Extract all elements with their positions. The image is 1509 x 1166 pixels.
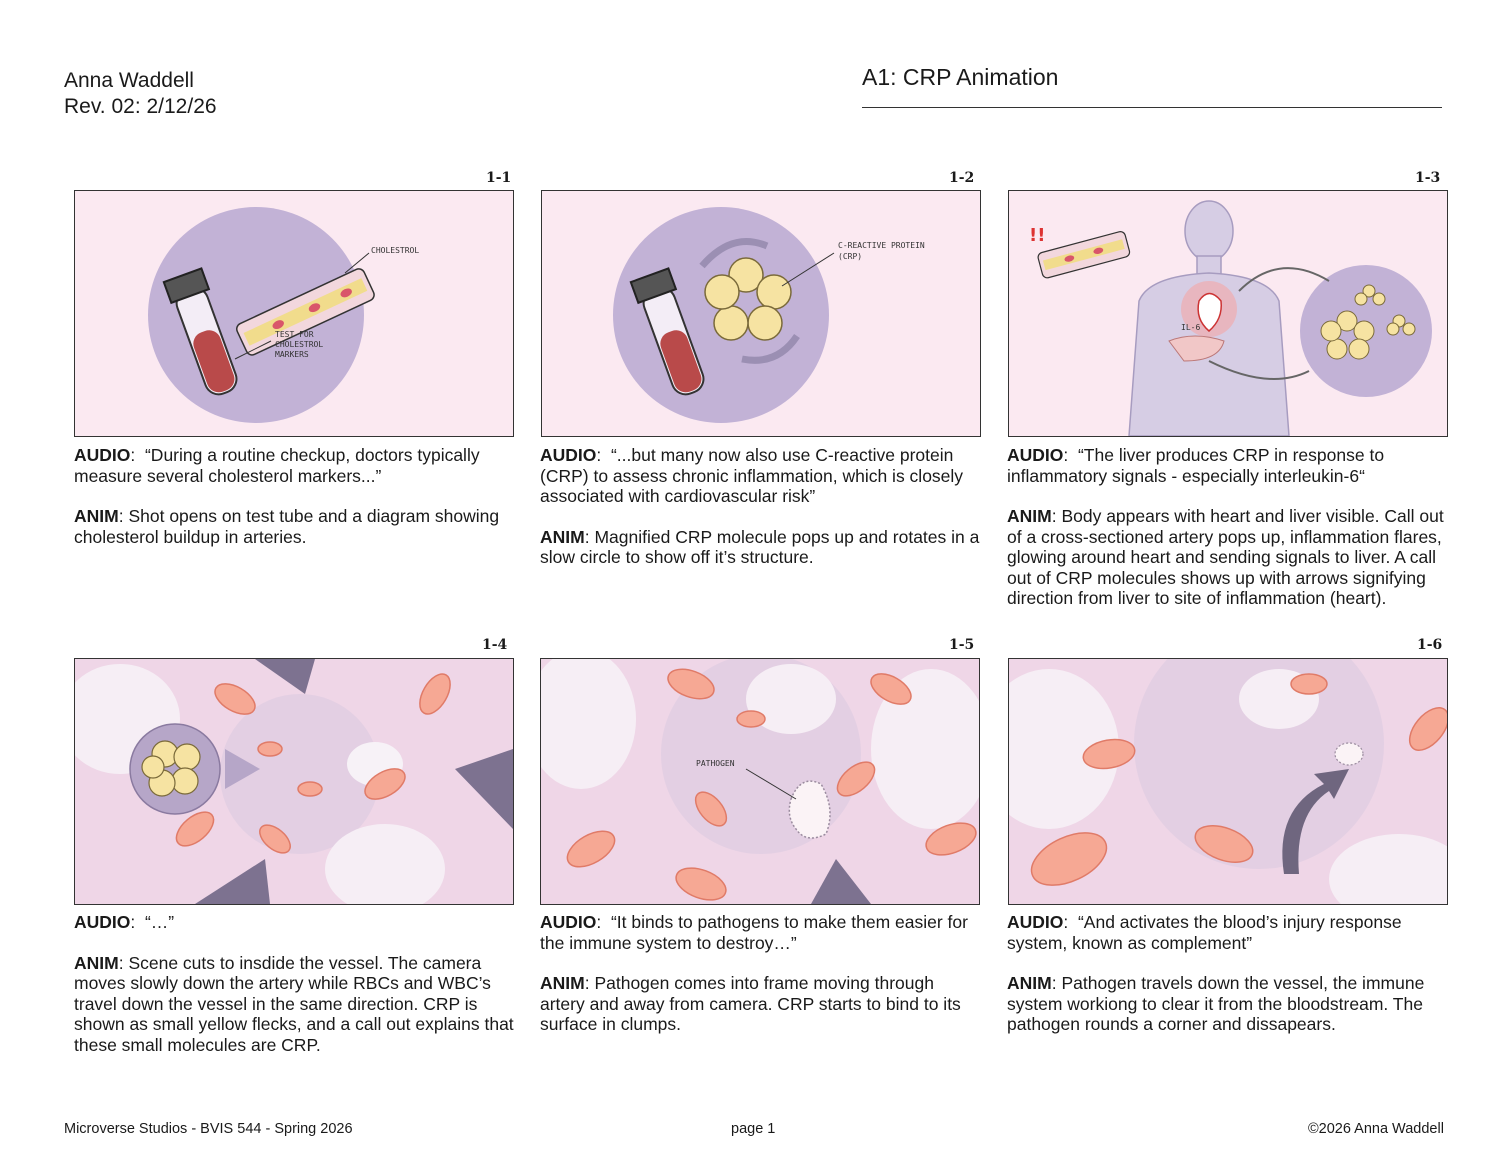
body-liver-heart-illustration: IL-6 !! bbox=[1009, 191, 1447, 436]
crp-pentamer bbox=[704, 257, 792, 341]
crp-label-line2: (CRP) bbox=[838, 252, 862, 261]
anim-label: ANIM bbox=[1007, 506, 1052, 526]
anim-text: Shot opens on test tube and a diagram sh… bbox=[74, 506, 500, 547]
audio-label: AUDIO bbox=[1007, 445, 1064, 465]
test-label-line3: MARKERS bbox=[275, 350, 309, 359]
audio-label: AUDIO bbox=[74, 912, 131, 932]
audio-text: “…” bbox=[144, 912, 175, 932]
test-label-line1: TEST FOR bbox=[275, 330, 314, 339]
audio-text: “During a routine checkup, doctors typic… bbox=[74, 445, 480, 486]
pathogen-shape bbox=[1334, 742, 1364, 766]
footer-copyright: ©2026 Anna Waddell bbox=[1308, 1121, 1444, 1137]
page-title: A1: CRP Animation bbox=[862, 64, 1442, 108]
panel-number-1-2: 1-2 bbox=[949, 170, 975, 186]
panel-caption-1-6: AUDIO: “And activates the blood’s injury… bbox=[1007, 912, 1425, 1034]
anim-text: Body appears with heart and liver visibl… bbox=[1007, 506, 1444, 608]
anim-text: Scene cuts to insdide the vessel. The ca… bbox=[74, 952, 514, 1055]
pathogen-in-vessel-illustration: PATHOGEN bbox=[541, 659, 979, 904]
panel-number-1-1: 1-1 bbox=[486, 170, 512, 186]
cholesterol-label: CHOLESTROL bbox=[371, 246, 419, 255]
panel-caption-1-4: AUDIO: “…” ANIM: Scene cuts to insdide t… bbox=[74, 912, 514, 1055]
audio-label: AUDIO bbox=[540, 912, 597, 932]
panel-number-1-6: 1-6 bbox=[1417, 637, 1443, 653]
pathogen-rounding-corner-illustration bbox=[1009, 659, 1447, 904]
anim-label: ANIM bbox=[74, 952, 119, 973]
storyboard-frame-1-2: C-REACTIVE PROTEIN (CRP) bbox=[541, 190, 981, 437]
revision-date: Rev. 02: 2/12/26 bbox=[64, 95, 217, 118]
panel-number-1-3: 1-3 bbox=[1415, 170, 1441, 186]
panel-caption-1-2: AUDIO: “...but many now also use C-react… bbox=[540, 445, 980, 568]
author-name: Anna Waddell bbox=[64, 69, 194, 92]
anim-text: Pathogen comes into frame moving through… bbox=[540, 973, 961, 1034]
storyboard-frame-1-6 bbox=[1008, 658, 1448, 905]
audio-label: AUDIO bbox=[540, 445, 597, 465]
audio-label: AUDIO bbox=[74, 445, 131, 465]
test-label-line2: CHOLESTROL bbox=[275, 340, 323, 349]
anim-label: ANIM bbox=[540, 973, 585, 993]
anim-text: Magnified CRP molecule pops up and rotat… bbox=[540, 526, 980, 568]
storyboard-frame-1-4 bbox=[74, 658, 514, 905]
header-author-block: Anna Waddell Rev. 02: 2/12/26 bbox=[64, 68, 217, 120]
anim-text: Pathogen travels down the vessel, the im… bbox=[1007, 973, 1425, 1034]
storyboard-frame-1-5: PATHOGEN bbox=[540, 658, 980, 905]
anim-label: ANIM bbox=[1007, 973, 1052, 993]
panel-number-1-5: 1-5 bbox=[949, 637, 975, 653]
anim-label: ANIM bbox=[74, 506, 119, 526]
svg-text:!!: !! bbox=[1029, 225, 1045, 246]
anim-label: ANIM bbox=[540, 526, 585, 547]
storyboard-frame-1-1: CHOLESTROL TEST FOR CHOLESTROL MARKERS bbox=[74, 190, 514, 437]
audio-label: AUDIO bbox=[1007, 912, 1064, 932]
crp-label-line1: C-REACTIVE PROTEIN bbox=[838, 241, 925, 250]
audio-text: “It binds to pathogens to make them easi… bbox=[540, 912, 968, 953]
pathogen-label: PATHOGEN bbox=[696, 759, 735, 768]
panel-caption-1-3: AUDIO: “The liver produces CRP in respon… bbox=[1007, 445, 1444, 608]
il6-label: IL-6 bbox=[1181, 323, 1200, 332]
footer-page-number: page 1 bbox=[731, 1121, 776, 1137]
footer-course-info: Microverse Studios - BVIS 544 - Spring 2… bbox=[64, 1121, 353, 1137]
storyboard-frame-1-3: IL-6 !! bbox=[1008, 190, 1448, 437]
vessel-interior-crp-callout bbox=[75, 659, 513, 904]
audio-text: “...but many now also use C-reactive pro… bbox=[540, 445, 964, 506]
audio-text: “And activates the blood’s injury respon… bbox=[1007, 912, 1402, 953]
panel-caption-1-5: AUDIO: “It binds to pathogens to make th… bbox=[540, 912, 968, 1034]
panel-caption-1-1: AUDIO: “During a routine checkup, doctor… bbox=[74, 445, 500, 547]
test-tube-cholesterol-illustration: CHOLESTROL TEST FOR CHOLESTROL MARKERS bbox=[75, 191, 513, 436]
audio-text: “The liver produces CRP in response to i… bbox=[1007, 445, 1385, 486]
pathogen-shape bbox=[788, 780, 831, 839]
panel-number-1-4: 1-4 bbox=[482, 637, 508, 653]
crp-molecule-illustration: C-REACTIVE PROTEIN (CRP) bbox=[542, 191, 980, 436]
